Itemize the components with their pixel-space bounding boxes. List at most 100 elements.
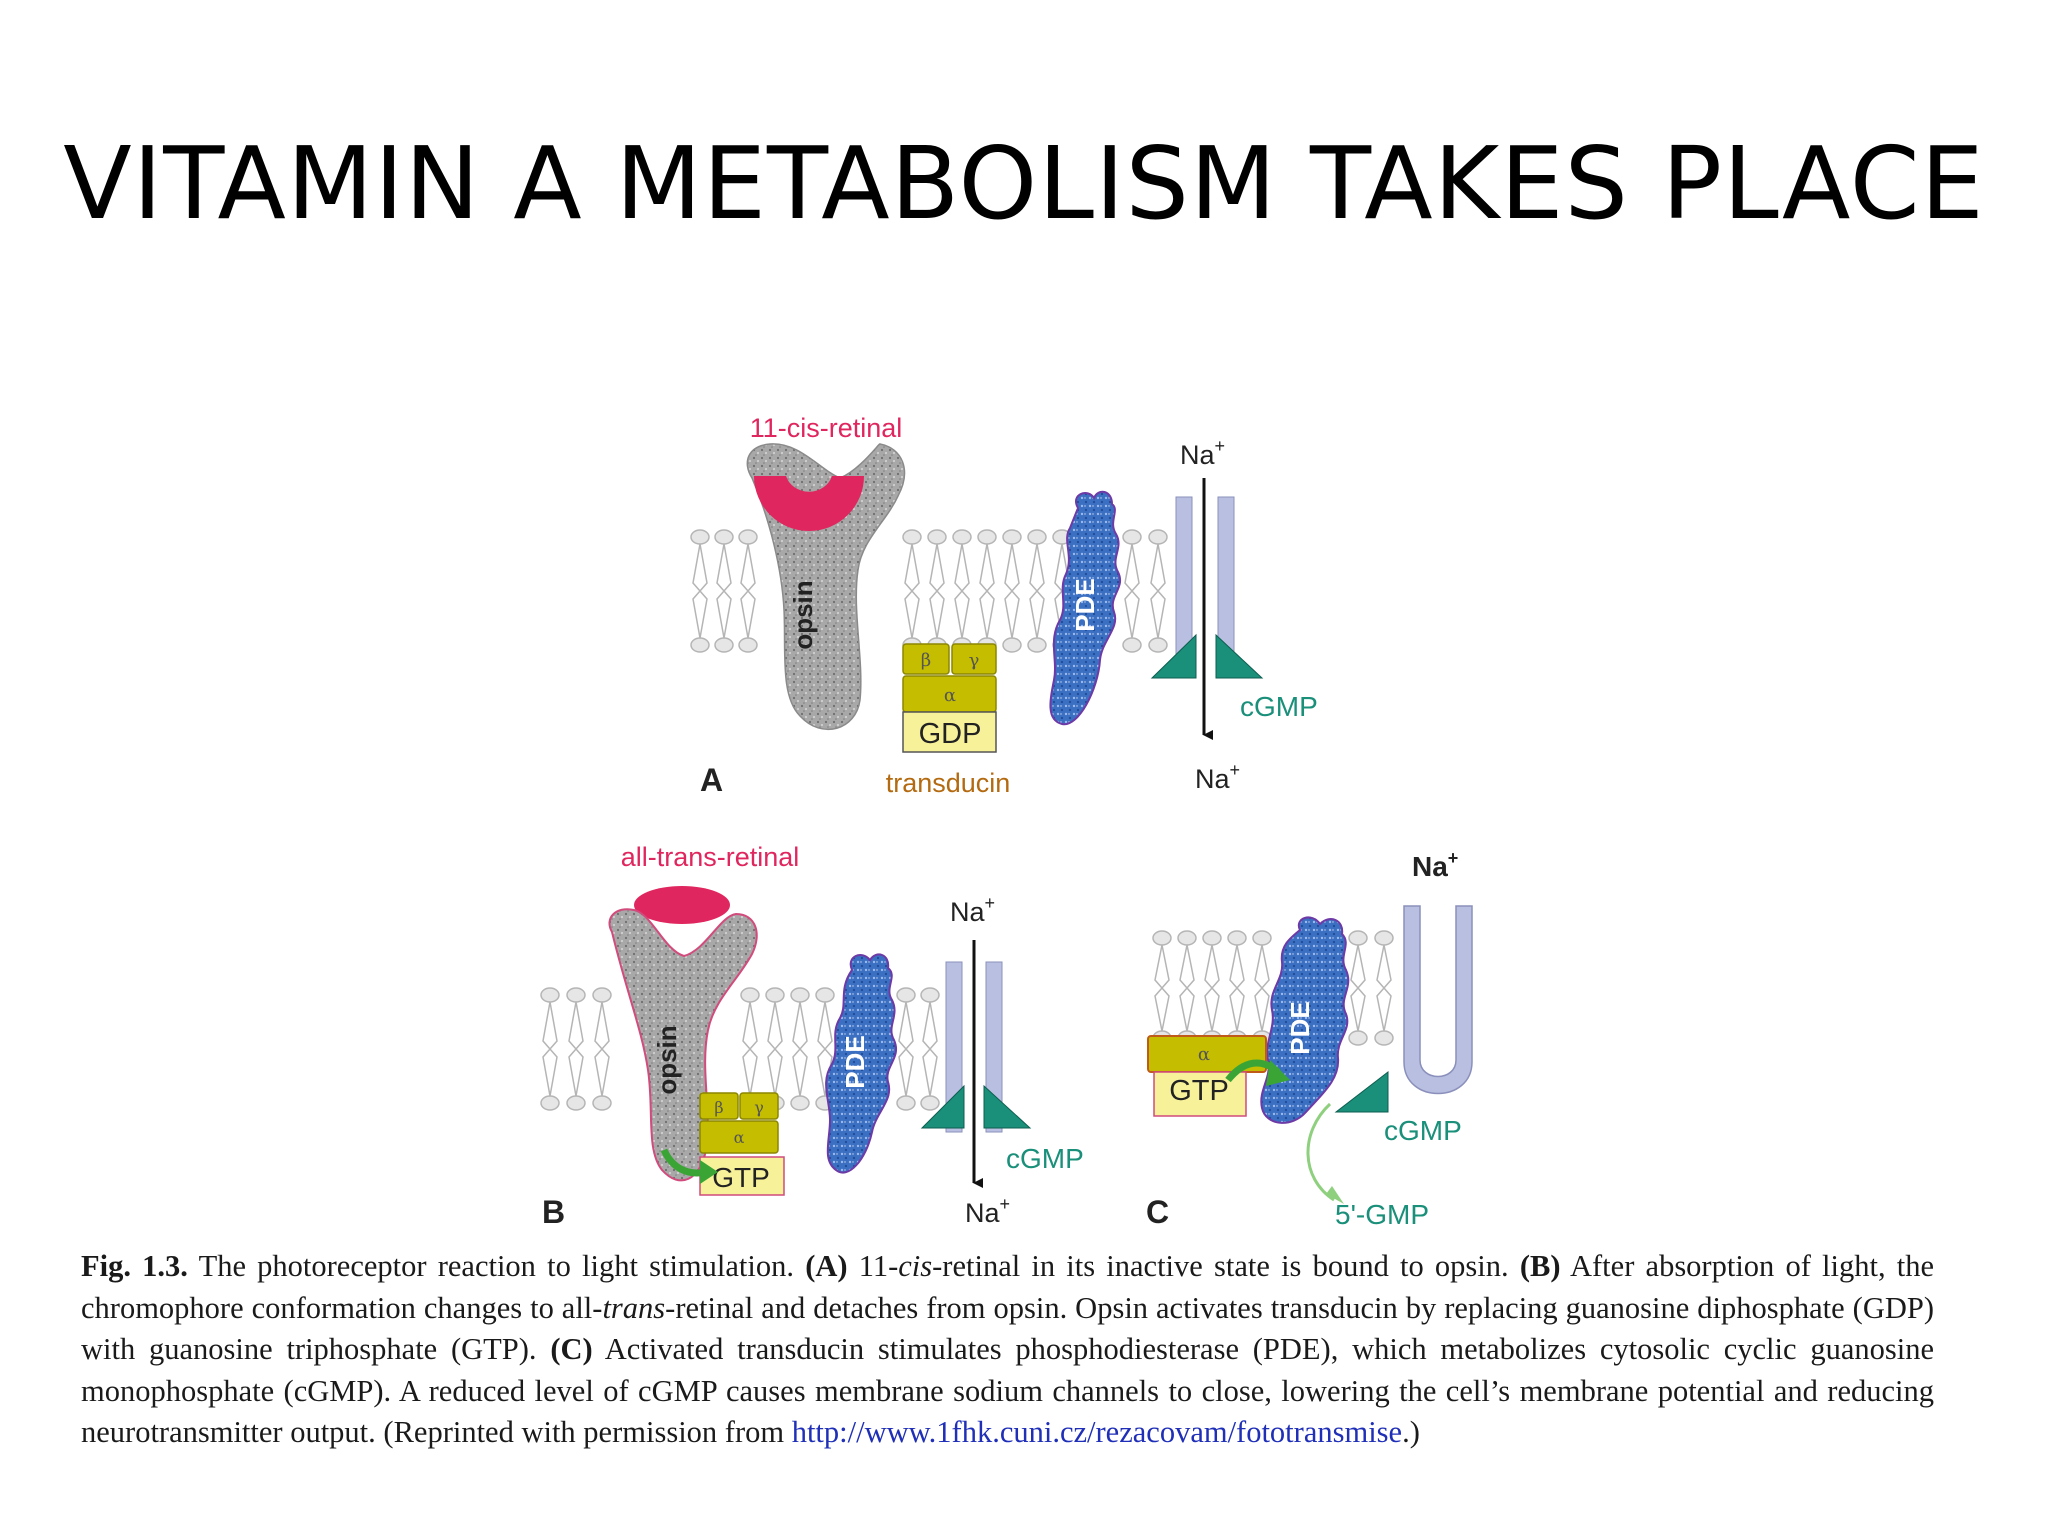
transducin-complex-b: β γ α GTP — [699, 1092, 785, 1196]
sodium-channel-left-b — [945, 961, 963, 1133]
caption-reprint-text: (Reprinted with permission from — [383, 1415, 785, 1449]
cgmp-right-a — [1215, 633, 1264, 679]
pde-protein-a — [1049, 490, 1121, 726]
caption-a-text-2: -retinal in its inactive state is bound … — [932, 1249, 1509, 1283]
alpha-subunit-c: α — [1198, 1044, 1210, 1065]
lipid-head — [738, 529, 758, 545]
transducin-alpha-c: α GTP — [1147, 1035, 1267, 1117]
lipid-head — [920, 987, 940, 1003]
lipid-head — [1027, 529, 1047, 545]
caption-a-text-1: 11- — [858, 1249, 899, 1283]
panel-b: all-trans-retinal opsin β γ α GTP B PDE … — [540, 842, 1084, 1230]
lipid-tail — [740, 543, 756, 639]
lipid-head — [1177, 930, 1197, 946]
lipid-tail — [1150, 543, 1166, 639]
lipid-head — [902, 529, 922, 545]
caption-c-text: Activated transducin stimulates phosphod… — [81, 1332, 1934, 1449]
panel-letter-c: C — [1146, 1194, 1169, 1230]
cgmp-label-c: cGMP — [1384, 1115, 1462, 1146]
lipid-head — [1148, 637, 1168, 653]
gdp-label-a: GDP — [919, 718, 982, 750]
gmp-label-c: 5'-GMP — [1335, 1199, 1429, 1230]
na-top-a: Na+ — [1180, 436, 1225, 470]
panel-letter-a: A — [700, 762, 723, 798]
lipid-tail — [742, 1001, 758, 1097]
lipid-tail — [594, 1001, 610, 1097]
lipid-head — [1252, 930, 1272, 946]
na-top-c: Na+ — [1412, 848, 1458, 882]
pde-label-b: PDE — [840, 1035, 870, 1088]
panel-a: 11-cis-retinal opsin β γ α GDP transduci… — [690, 413, 1318, 798]
lipid-tail — [1179, 944, 1195, 1032]
lipid-tail — [767, 1001, 783, 1097]
pde-protein-c — [1260, 916, 1350, 1124]
lipid-head — [1374, 930, 1394, 946]
retinal-label-a: 11-cis-retinal — [750, 413, 903, 443]
lipid-head — [896, 987, 916, 1003]
lipid-tail — [568, 1001, 584, 1097]
caption-b-trans: trans — [602, 1290, 666, 1325]
caption-c-letter: (C) — [550, 1332, 593, 1366]
lipid-head — [690, 637, 710, 653]
activation-arrowhead-c — [1266, 1060, 1290, 1086]
opsin-label-b: opsin — [652, 1025, 682, 1094]
gtp-label-c: GTP — [1169, 1075, 1229, 1107]
caption-b-letter: (B) — [1519, 1249, 1561, 1283]
membrane-b — [540, 987, 940, 1111]
cgmp-left-a — [1150, 633, 1197, 679]
lipid-head — [896, 1095, 916, 1111]
lipid-head — [1122, 529, 1142, 545]
cgmp-c — [1334, 1070, 1389, 1113]
lipid-head — [714, 637, 734, 653]
lipid-head — [540, 987, 560, 1003]
lipid-head — [566, 1095, 586, 1111]
lipid-head — [1002, 637, 1022, 653]
cgmp-label-b: cGMP — [1006, 1143, 1084, 1174]
opsin-protein-b — [608, 908, 758, 1182]
transducin-label-a: transducin — [886, 768, 1011, 798]
figure-caption: Fig. 1.3. The photoreceptor reaction to … — [81, 1246, 1934, 1454]
na-bottom-a: Na+ — [1195, 760, 1240, 794]
caption-a-cis: cis — [898, 1249, 933, 1283]
lipid-tail — [1229, 944, 1245, 1032]
hydrolysis-arrowhead-c — [1326, 1186, 1344, 1204]
activation-arrowhead-b — [700, 1160, 718, 1184]
lipid-head — [790, 1095, 810, 1111]
lipid-head — [1227, 930, 1247, 946]
lipid-tail — [1004, 543, 1020, 639]
retinal-shape-a — [754, 476, 864, 531]
hydrolysis-arrow-c — [1306, 1102, 1335, 1202]
lipid-head — [740, 987, 760, 1003]
lipid-head — [1027, 637, 1047, 653]
panel-letter-b: B — [542, 1194, 565, 1230]
cgmp-left-b — [920, 1084, 965, 1129]
lipid-tail — [1029, 543, 1045, 639]
lipid-head — [952, 529, 972, 545]
lipid-head — [738, 637, 758, 653]
lipid-tail — [929, 543, 945, 639]
gtp-label-b: GTP — [712, 1162, 770, 1193]
caption-b-text-1: After absorption of light, the chromopho… — [81, 1249, 1935, 1325]
na-bottom-b: Na+ — [965, 1194, 1010, 1228]
lipid-tail — [1154, 944, 1170, 1032]
lipid-head — [1122, 637, 1142, 653]
lipid-head — [790, 987, 810, 1003]
lipid-head — [977, 529, 997, 545]
lipid-head — [920, 1095, 940, 1111]
retinal-shape-b — [634, 886, 730, 924]
caption-fig-label: Fig. 1.3. — [81, 1249, 188, 1283]
caption-url-link[interactable]: http://www.1fhk.cuni.cz/rezacovam/fototr… — [791, 1415, 1403, 1449]
membrane-a — [690, 529, 1168, 653]
opsin-label-a: opsin — [788, 580, 818, 649]
cgmp-right-b — [983, 1084, 1032, 1129]
caption-a-letter: (A) — [805, 1249, 848, 1283]
alpha-subunit-a: α — [944, 685, 956, 706]
lipid-head — [592, 987, 612, 1003]
lipid-head — [714, 529, 734, 545]
gamma-subunit-b: γ — [754, 1098, 764, 1117]
pde-label-a: PDE — [1070, 578, 1100, 631]
lipid-head — [1002, 529, 1022, 545]
lipid-tail — [904, 543, 920, 639]
lipid-tail — [1350, 944, 1366, 1032]
